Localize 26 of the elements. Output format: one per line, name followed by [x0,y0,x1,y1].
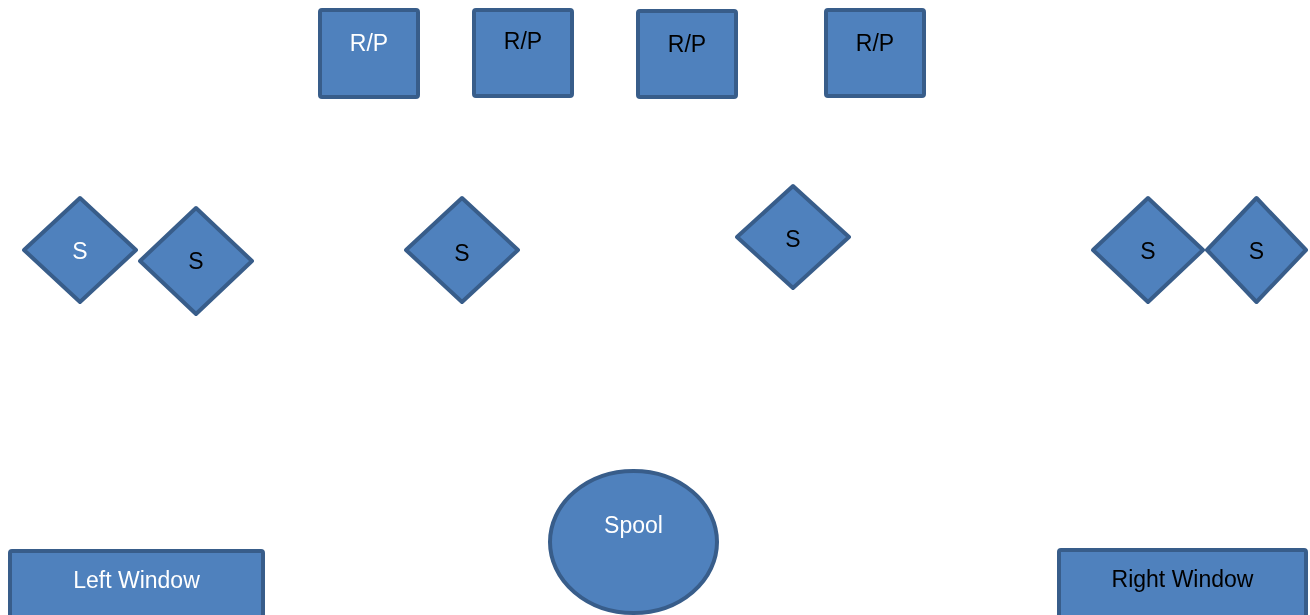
ellipse-node [548,469,719,615]
process-box [824,8,926,98]
process-box [1057,548,1308,615]
node-label: Right Window [1110,566,1255,593]
process-box [318,8,420,99]
node-label: S [1247,238,1266,265]
node-label: R/P [348,30,390,57]
node-label: Spool [603,512,664,539]
node-label: Left Window [72,567,201,594]
decision-diamond [138,206,254,316]
node-label: S [71,238,89,265]
process-box [636,9,738,99]
process-box [472,8,574,98]
decision-diamond [404,196,520,304]
decision-diamond [22,196,138,304]
node-label: S [1139,238,1157,265]
node-label: R/P [502,28,544,55]
node-label: S [784,226,802,253]
node-label: R/P [854,30,896,57]
decision-diamond [1205,196,1308,304]
decision-diamond [735,184,851,290]
node-label: S [453,240,471,267]
decision-diamond [1091,196,1205,304]
node-label: S [187,248,205,275]
process-box [8,549,265,615]
node-label: R/P [666,31,708,58]
